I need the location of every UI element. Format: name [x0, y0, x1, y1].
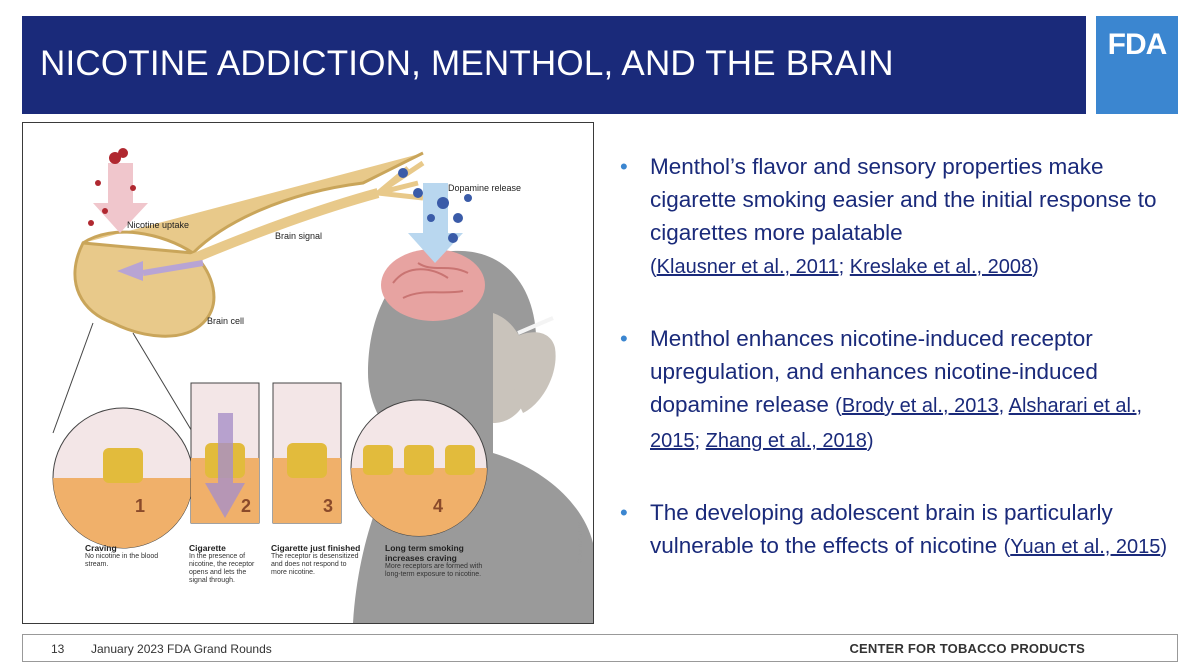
- panel-4-text: More receptors are formed with long-term…: [385, 563, 483, 578]
- illustration-art: [52, 148, 593, 623]
- panel-3-text: The receptor is desensitized and does no…: [271, 553, 359, 576]
- ref-link-kreslake-2008[interactable]: Kreslake et al., 2008: [849, 256, 1033, 278]
- panel-3-art: [272, 382, 342, 524]
- bullet-dot: •: [620, 500, 628, 525]
- panel-4-number: 4: [433, 496, 444, 516]
- panel-4-caption: Long term smoking increases craving More…: [385, 543, 485, 579]
- bullet-2-text: Menthol enhances nicotine-induced recept…: [650, 326, 1098, 417]
- bullet-item-2: • Menthol enhances nicotine-induced rece…: [620, 322, 1180, 458]
- panel-1-caption: Craving No nicotine in the blood stream.: [85, 543, 175, 569]
- ref-sep: (: [1003, 536, 1011, 558]
- ref-link-alsharari-2015[interactable]: Alsharari et al., 2015: [650, 395, 1142, 452]
- page-number: 13: [51, 642, 65, 656]
- center-for-tobacco-products-label: CENTER FOR TOBACCO PRODUCTS: [849, 641, 1085, 656]
- bullet-item-1: • Menthol’s flavor and sensory propertie…: [620, 150, 1180, 284]
- cigarette-icon: [517, 316, 554, 335]
- bullet-1-text: Menthol’s flavor and sensory properties …: [650, 154, 1157, 245]
- title-bar: NICOTINE ADDICTION, MENTHOL, AND THE BRA…: [22, 16, 1086, 114]
- hand: [511, 332, 556, 413]
- slide-footer: 13 January 2023 FDA Grand Rounds CENTER …: [22, 634, 1178, 662]
- panel-1-title: Craving: [85, 543, 117, 553]
- ref-sep: ;: [694, 430, 706, 452]
- panel-4-title: Long term smoking increases craving: [385, 543, 464, 563]
- ref-sep: (: [835, 395, 842, 417]
- bullet-list: • Menthol’s flavor and sensory propertie…: [620, 150, 1180, 564]
- panel-3-title: Cigarette just finished: [271, 543, 361, 553]
- slide-title: NICOTINE ADDICTION, MENTHOL, AND THE BRA…: [40, 44, 894, 83]
- ref-sep: (: [650, 256, 657, 278]
- panel-2-number: 2: [241, 496, 252, 516]
- label-brain-signal: Brain signal: [275, 231, 323, 241]
- label-dopamine-release: Dopamine release: [448, 183, 522, 193]
- fda-logo-text: FDA: [1107, 28, 1168, 61]
- bullet-3-refs: (Yuan et al., 2015): [1004, 536, 1167, 558]
- panel-3-caption: Cigarette just finished The receptor is …: [271, 543, 361, 577]
- ref-close: ): [1032, 256, 1039, 278]
- nicotine-brain-illustration: Nicotine uptake Brain signal Dopamine re…: [22, 122, 594, 624]
- ref-link-brody-2013[interactable]: Brody et al., 2013: [841, 395, 999, 417]
- bullet-dot: •: [620, 326, 628, 351]
- panel-3-number: 3: [323, 496, 334, 516]
- panel-2-art: [190, 382, 260, 524]
- bullet-dot: •: [620, 154, 628, 179]
- panel-1-text: No nicotine in the blood stream.: [85, 553, 159, 568]
- nicotine-particles: [88, 148, 136, 226]
- footer-event-label: January 2023 FDA Grand Rounds: [91, 642, 272, 656]
- brain-icon: [381, 249, 485, 321]
- ref-link-yuan-2015[interactable]: Yuan et al., 2015: [1010, 536, 1161, 558]
- bullet-item-3: • The developing adolescent brain is par…: [620, 496, 1180, 564]
- dopamine-arrow: [408, 183, 463, 263]
- bullet-2-refs: (Brody et al., 2013, Alsharari et al., 2…: [650, 395, 1142, 452]
- bullet-1-refs: (Klausner et al., 2011; Kreslake et al.,…: [650, 256, 1039, 278]
- bullet-3-text: The developing adolescent brain is parti…: [650, 500, 1113, 558]
- panel-1-art: [52, 407, 194, 549]
- ref-close: ): [866, 430, 874, 452]
- label-brain-cell: Brain cell: [207, 316, 245, 326]
- ref-link-klausner-2011[interactable]: Klausner et al., 2011: [656, 256, 839, 278]
- ref-sep: ,: [998, 395, 1009, 417]
- panel-2-text: In the presence of nicotine, the recepto…: [189, 553, 255, 584]
- illustration-credit: © Jennuha Ellis: [578, 521, 584, 563]
- ref-close: ): [1160, 536, 1168, 558]
- panel-4-art: [350, 399, 488, 537]
- nicotine-arrow: [93, 163, 148, 233]
- panel-2-caption: Cigarette In the presence of nicotine, t…: [189, 543, 265, 585]
- ref-link-zhang-2018[interactable]: Zhang et al., 2018: [705, 430, 867, 452]
- ref-sep: ;: [838, 256, 850, 278]
- dopamine-particles: [398, 168, 472, 243]
- fda-logo: FDA: [1096, 16, 1178, 114]
- label-nicotine-uptake: Nicotine uptake: [127, 220, 190, 230]
- brain-cell-icon: [73, 151, 424, 338]
- panel-2-title: Cigarette: [189, 543, 226, 553]
- panel-1-number: 1: [135, 496, 146, 516]
